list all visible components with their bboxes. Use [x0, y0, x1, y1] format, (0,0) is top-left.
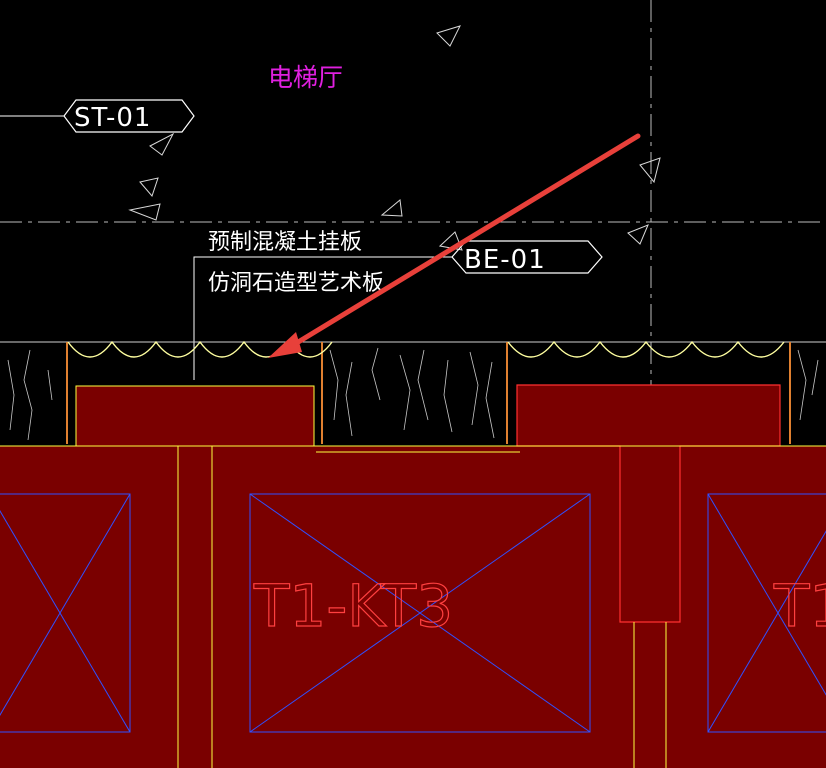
triangle-markers [128, 25, 661, 251]
panel-material-tag[interactable]: BE-01 [451, 240, 603, 275]
annotation-arrow [268, 133, 641, 358]
callout-line-2: 仿洞石造型艺术板 [208, 271, 384, 296]
stone-cladding-band [0, 340, 826, 444]
stone-material-tag[interactable]: ST-01 [0, 99, 195, 133]
equipment-boxes [0, 493, 826, 733]
equipment-label-partial: T1- [773, 572, 826, 640]
material-callout: 预制混凝土挂板 仿洞石造型艺术板 [193, 230, 452, 380]
panel-tag-label: BE-01 [464, 245, 546, 275]
structural-wall [0, 384, 826, 768]
equipment-label-t1-kt3: T1-KT3 [253, 572, 453, 640]
room-label-elevator-hall: 电梯厅 [268, 63, 343, 92]
callout-line-1: 预制混凝土挂板 [208, 230, 362, 255]
stone-tag-label: ST-01 [74, 103, 151, 133]
